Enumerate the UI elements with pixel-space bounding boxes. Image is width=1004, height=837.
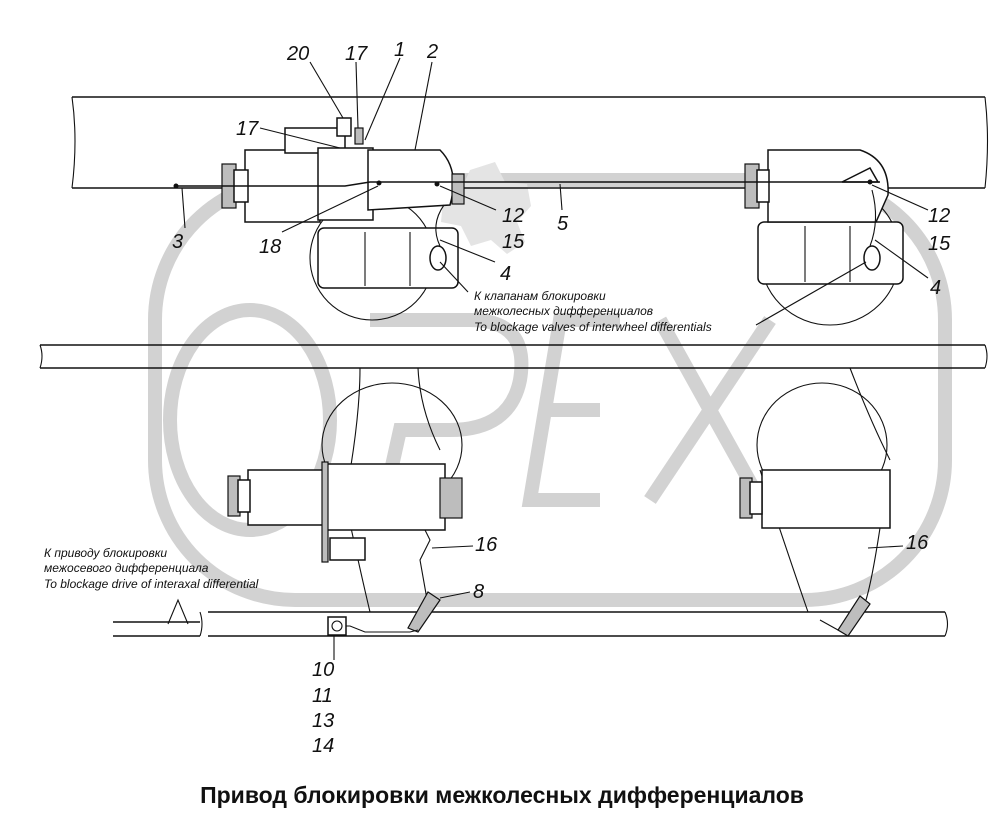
rear-axle-plan	[739, 367, 891, 637]
tee-18	[376, 180, 382, 186]
frame-rail-break-left	[71, 96, 76, 189]
watermark-letter-o	[163, 303, 337, 537]
callout-15: 15	[502, 231, 525, 253]
frame-rail-plan-bottom	[113, 611, 945, 637]
valve-10-center	[331, 620, 343, 632]
frame-rail-plan-top	[40, 344, 985, 369]
watermark-letter-p	[370, 313, 529, 522]
fitting-12b	[867, 179, 873, 185]
callout-8: 8	[473, 581, 484, 603]
callout-14: 14	[312, 735, 334, 757]
diagram-caption: Привод блокировки межколесных дифференци…	[200, 782, 804, 808]
callout-20: 20	[286, 43, 309, 65]
front-drive-axle	[221, 117, 465, 321]
watermark-letter-x	[644, 316, 776, 504]
axle-housing-lower	[317, 227, 459, 289]
interaxal-drive-mark	[167, 598, 189, 625]
rail-break	[39, 344, 43, 369]
leader-lines-plan	[333, 545, 904, 660]
front-differential-case	[367, 149, 455, 211]
hose-to-chamber-4b	[869, 189, 877, 247]
rear-differential-case	[767, 149, 889, 223]
side-view	[71, 57, 989, 326]
rail-break	[199, 611, 203, 637]
frame-rail-break-right	[984, 96, 989, 189]
fitting-12a	[434, 181, 440, 187]
valve-17	[354, 127, 364, 145]
front-output-flange	[451, 173, 465, 205]
front-housing-flange	[317, 147, 374, 221]
bracket-8	[407, 591, 441, 633]
watermark	[148, 162, 952, 607]
note-drive-line3: To blockage drive of interaxal different…	[44, 577, 259, 591]
air-line-5	[176, 181, 880, 187]
callout-4: 4	[500, 263, 511, 285]
hose-to-chamber-4a	[435, 204, 445, 247]
callout-3: 3	[172, 231, 183, 253]
watermark-frame	[148, 173, 952, 607]
callout-10: 10	[312, 659, 334, 681]
callout-2: 2	[426, 41, 438, 63]
rear-bracket	[837, 595, 871, 637]
callout-13: 13	[312, 710, 334, 732]
rear-drive-axle	[744, 149, 904, 326]
callout-16: 16	[475, 534, 498, 556]
callout-4: 4	[930, 277, 941, 299]
note-drive: К приводу блокировки межосевого дифферен…	[44, 546, 259, 591]
rear-plan-input-yoke	[749, 481, 763, 515]
callout-17: 17	[345, 43, 368, 65]
valve-10	[327, 616, 347, 636]
line-end-3	[173, 183, 179, 189]
note-valves-line3: To blockage valves of interwheel differe…	[474, 320, 712, 334]
hose-16b	[865, 527, 881, 601]
rail-break	[984, 344, 988, 369]
note-valves-line1: К клапанам блокировки	[474, 289, 606, 303]
valve-20	[336, 117, 352, 137]
callout-11: 11	[312, 685, 333, 707]
leader-lines	[181, 57, 929, 326]
axle-housing-lower	[757, 221, 904, 285]
front-plan-chamber	[329, 537, 366, 561]
callout-12: 12	[928, 205, 950, 227]
callout-12: 12	[502, 205, 524, 227]
note-valves-line2: межколесных дифференциалов	[474, 304, 653, 318]
rear-frame-cut	[849, 367, 891, 461]
watermark-letter-e	[521, 313, 620, 507]
front-plan-flange	[321, 461, 329, 563]
front-axle-plan	[227, 367, 463, 633]
pneumatic-chamber-4b	[863, 245, 881, 271]
callout-15: 15	[928, 233, 951, 255]
plan-view	[39, 344, 988, 660]
callout-18: 18	[259, 236, 281, 258]
callout-16: 16	[906, 532, 929, 554]
front-plan-input-yoke	[237, 479, 251, 513]
front-plan-housing	[247, 469, 329, 526]
rail-break	[944, 611, 949, 637]
front-plan-output	[439, 477, 463, 519]
front-frame-cut	[417, 367, 441, 451]
rear-input-yoke	[756, 169, 770, 203]
note-drive-line1: К приводу блокировки	[44, 546, 167, 560]
front-plan-body	[324, 463, 446, 531]
callout-5: 5	[557, 213, 569, 235]
callout-1: 1	[394, 39, 405, 61]
callout-17: 17	[236, 118, 259, 140]
note-drive-line2: межосевого дифференциала	[44, 561, 209, 575]
callout-numbers: 20 17 1 2 17 3 18 12 5 15 4 12 15 4 16 8…	[172, 39, 951, 757]
hose-16a	[419, 529, 431, 606]
note-valves: К клапанам блокировки межколесных диффер…	[474, 289, 712, 334]
rear-hose-end	[819, 619, 839, 631]
rear-plan-body	[761, 469, 891, 529]
